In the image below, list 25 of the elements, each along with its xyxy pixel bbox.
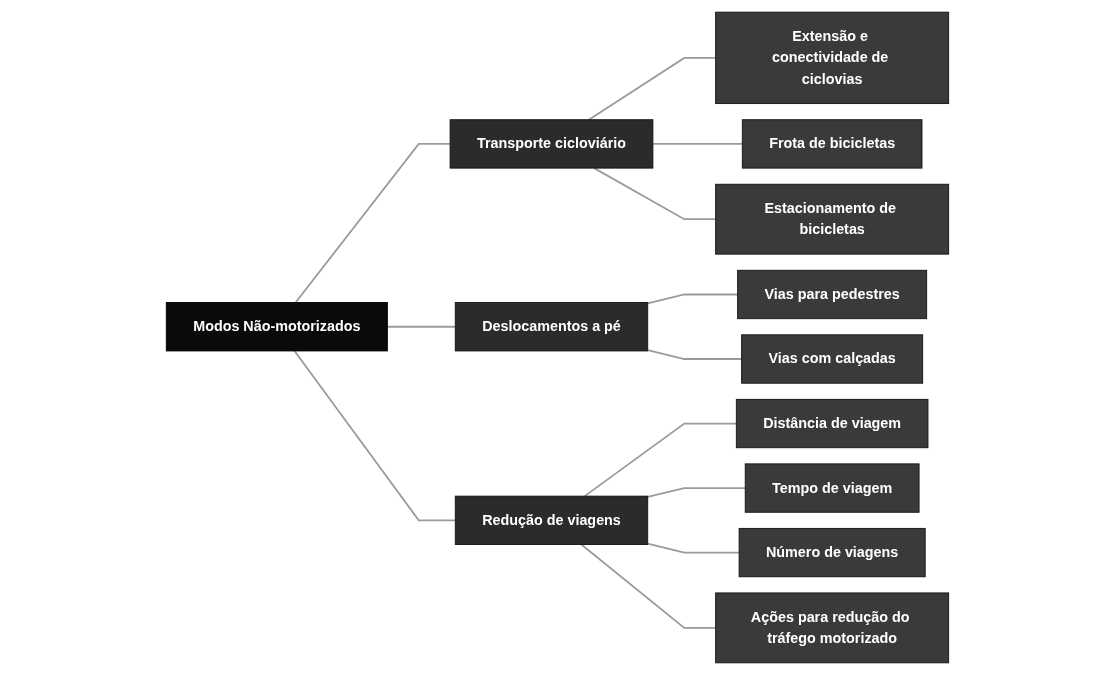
node-box: Modos Não-motorizados [165, 302, 388, 352]
connector [583, 422, 737, 498]
node-box: Frota de bicicletas [741, 119, 922, 169]
connector [293, 350, 456, 522]
node-box: Número de viagens [738, 527, 926, 578]
connector [651, 143, 743, 145]
connector [386, 325, 456, 328]
node-box: Ações para redução do tráfego motorizado [714, 592, 949, 664]
node-box: Redução de viagens [454, 495, 648, 545]
node-box: Estacionamento de bicicletas [714, 183, 949, 255]
connector [580, 543, 717, 629]
node-box: Deslocamentos a pé [454, 302, 648, 352]
connector [587, 57, 717, 121]
node-box: Extensão e conectividade de ciclovias [714, 11, 949, 105]
node-box: Distância de viagem [735, 398, 928, 449]
connector [646, 487, 746, 498]
connector [592, 167, 717, 221]
node-box: Vias com calçadas [740, 334, 923, 384]
connector [646, 293, 739, 305]
node-box: Vias para pedestres [736, 269, 927, 320]
connector [646, 542, 740, 554]
connector [294, 143, 451, 304]
connector [646, 349, 743, 360]
node-box: Tempo de viagem [744, 463, 920, 513]
node-box: Transporte cicloviário [449, 119, 653, 169]
